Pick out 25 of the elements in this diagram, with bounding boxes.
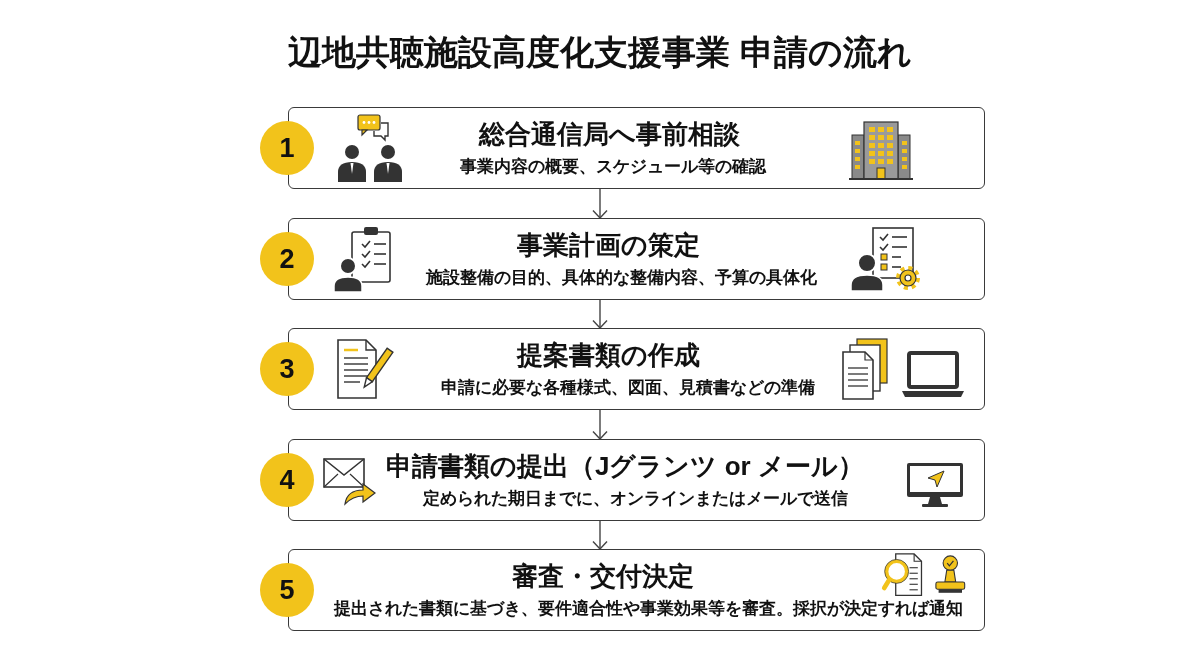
arrow: [592, 409, 608, 440]
step-description: 定められた期日までに、オンラインまたはメールで送信: [422, 489, 848, 509]
step-title: 事業計画の策定: [516, 230, 700, 262]
step-number: 3: [279, 355, 295, 383]
step-title: 総合通信局へ事前相談: [478, 119, 740, 151]
diagram-title: 辺地共聴施設高度化支援事業 申請の流れ: [288, 32, 912, 73]
step-description: 提出された書類に基づき、要件適合性や事業効果等を審査。採択が決定すれば通知: [333, 599, 963, 619]
number-circle: [260, 563, 314, 617]
step-title: 提案書類の作成: [516, 340, 700, 372]
number-circle: [260, 342, 314, 396]
arrow: [592, 188, 608, 219]
arrow: [592, 299, 608, 329]
step-number: 1: [279, 134, 295, 162]
step-description: 施設整備の目的、具体的な整備内容、予算の具体化: [425, 268, 817, 288]
number-circle: [260, 232, 314, 286]
number-circle: [260, 453, 314, 507]
step-number: 4: [279, 466, 295, 494]
step-title: 審査・交付決定: [512, 561, 694, 593]
step-number: 5: [279, 576, 295, 604]
step-description: 事業内容の概要、スケジュール等の確認: [460, 157, 766, 177]
number-circle: [260, 121, 314, 175]
step-number: 2: [279, 245, 295, 273]
arrow: [592, 520, 608, 550]
step-description: 申請に必要な各種様式、図面、見積書などの準備: [441, 378, 815, 398]
step-title: 申請書類の提出（Jグランツ or メール）: [386, 451, 864, 483]
